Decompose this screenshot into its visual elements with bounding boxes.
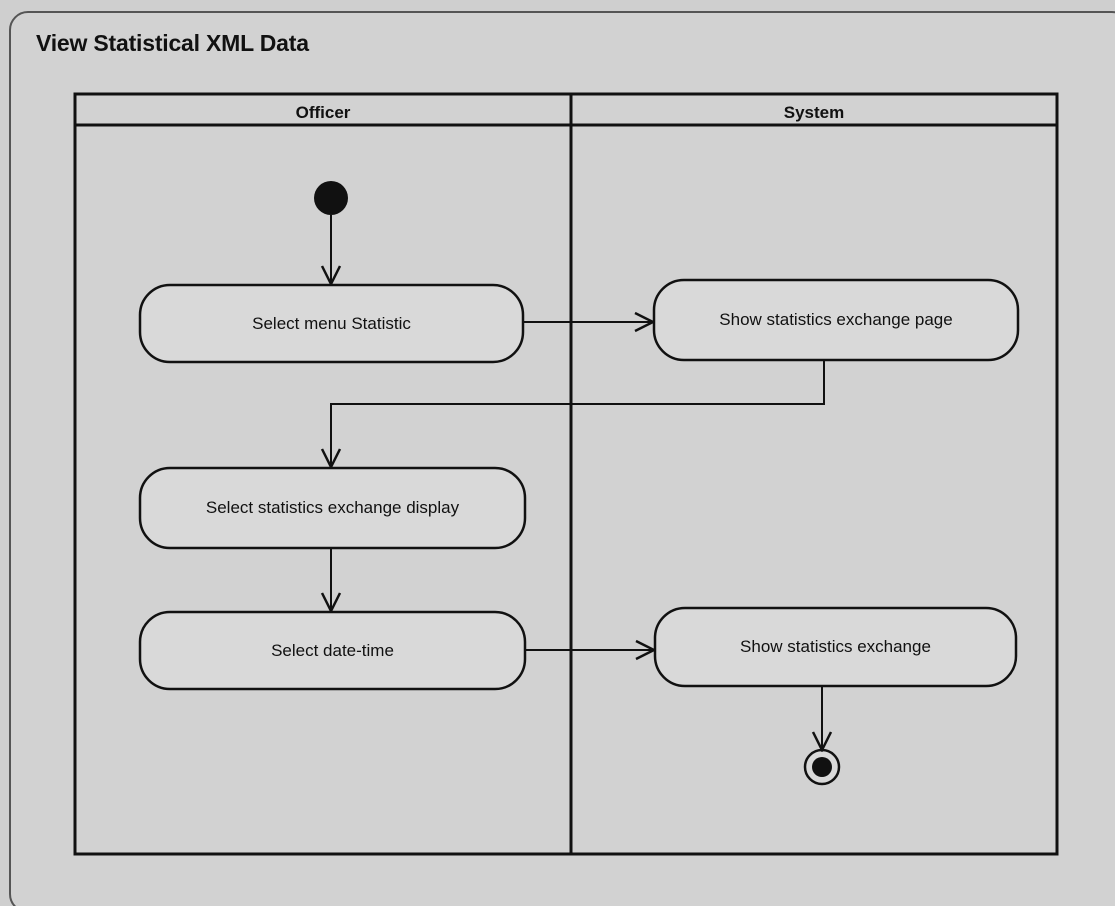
swimlane-container xyxy=(73,92,1059,856)
flow-show-page-to-select-display xyxy=(331,360,825,467)
label-select-menu-statistic: Select menu Statistic xyxy=(252,313,411,333)
label-show-statistics-exchange: Show statistics exchange xyxy=(740,637,931,656)
diagram-title: View Statistical XML Data xyxy=(36,30,309,56)
label-select-date-time: Select date-time xyxy=(271,640,394,660)
initial-node xyxy=(314,181,348,215)
final-node-core xyxy=(812,757,832,777)
label-select-statistics-exchange-display: Select statistics exchange display xyxy=(205,498,460,517)
label-show-statistics-exchange-page: Show statistics exchange page xyxy=(719,310,953,329)
diagram-frame xyxy=(9,11,1115,906)
lane-header-officer: Officer xyxy=(295,103,351,122)
lane-header-system: System xyxy=(783,103,845,122)
